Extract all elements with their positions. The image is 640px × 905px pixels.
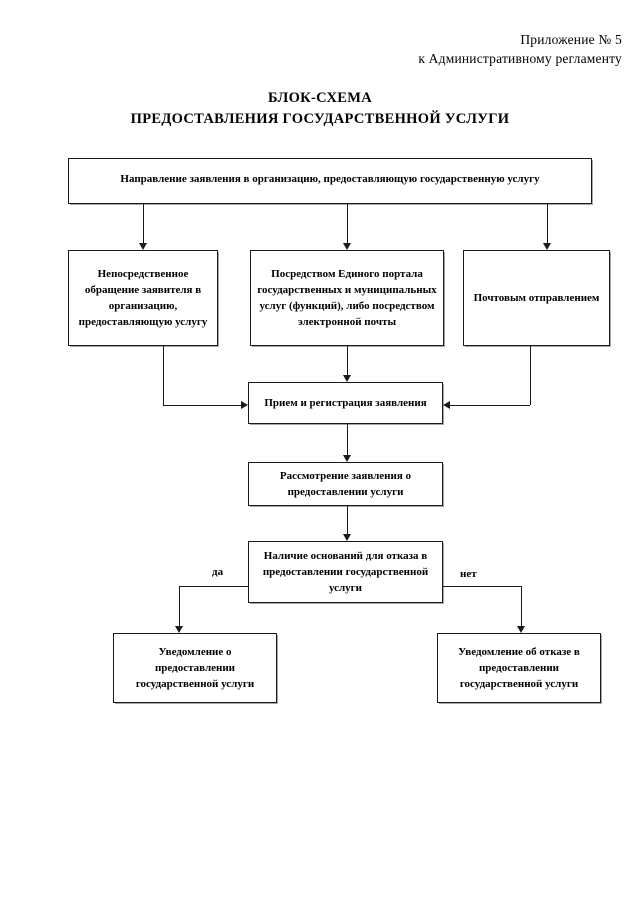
arrowhead-decide-to-grant — [175, 626, 183, 633]
flow-node-notification-of-service: Уведомление о предоставлении государстве… — [113, 633, 277, 703]
edge-portal-to-receive — [347, 346, 348, 375]
header-line-regulation: к Административному регламенту — [418, 51, 622, 66]
arrowhead-direct-to-receive — [241, 401, 248, 409]
flow-node-direct-application: Непосредственное обращение заявителя в о… — [68, 250, 218, 346]
flow-node-postal-mail: Почтовым отправлением — [463, 250, 610, 346]
edge-review-to-decide — [347, 506, 348, 534]
edge-start-to-direct — [143, 204, 144, 243]
arrowhead-portal-to-receive — [343, 375, 351, 382]
arrowhead-start-to-portal — [343, 243, 351, 250]
document-header: Приложение № 5 к Административному регла… — [330, 30, 622, 68]
edge-receive-to-review — [347, 424, 348, 455]
branch-label-yes: да — [212, 566, 224, 578]
edge-post-to-receive-vertical — [530, 346, 531, 405]
flow-node-portal-or-email: Посредством Единого портала государствен… — [250, 250, 444, 346]
edge-decide-to-refuse-vertical — [521, 586, 522, 626]
edge-start-to-post — [547, 204, 548, 243]
flow-node-notification-of-refusal: Уведомление об отказе в предоставлении г… — [437, 633, 601, 703]
branch-label-no: нет — [460, 568, 477, 580]
edge-start-to-portal — [347, 204, 348, 243]
flow-node-start: Направление заявления в организацию, пре… — [68, 158, 592, 204]
arrowhead-decide-to-refuse — [517, 626, 525, 633]
arrowhead-start-to-post — [543, 243, 551, 250]
flow-node-review-application: Рассмотрение заявления о предоставлении … — [248, 462, 443, 506]
arrowhead-post-to-receive — [443, 401, 450, 409]
edge-decide-to-grant-horizontal — [179, 586, 249, 587]
edge-decide-to-refuse-horizontal — [442, 586, 521, 587]
arrowhead-receive-to-review — [343, 455, 351, 462]
arrowhead-review-to-decide — [343, 534, 351, 541]
edge-decide-to-grant-vertical — [179, 586, 180, 626]
edge-post-to-receive-horizontal — [450, 405, 530, 406]
flow-node-receive-and-register: Прием и регистрация заявления — [248, 382, 443, 424]
flow-node-refusal-grounds-decision: Наличие оснований для отказа в предостав… — [248, 541, 443, 603]
page-title-line1: БЛОК-СХЕМА — [267, 90, 373, 106]
page-title: БЛОК-СХЕМА ПРЕДОСТАВЛЕНИЯ ГОСУДАРСТВЕННО… — [0, 88, 640, 130]
edge-direct-to-receive-horizontal — [163, 405, 241, 406]
header-line-appendix: Приложение № 5 — [520, 32, 622, 47]
edge-direct-to-receive-vertical — [163, 346, 164, 405]
arrowhead-start-to-direct — [139, 243, 147, 250]
page-title-line2: ПРЕДОСТАВЛЕНИЯ ГОСУДАРСТВЕННОЙ УСЛУГИ — [130, 111, 510, 127]
